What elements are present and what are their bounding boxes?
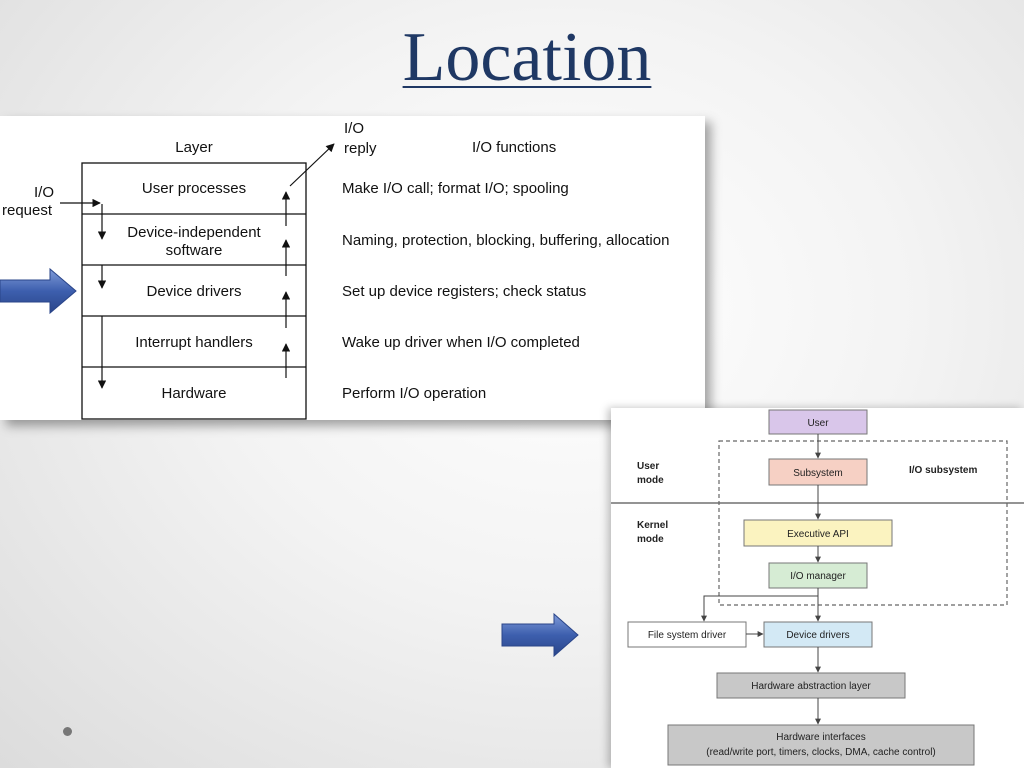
io-subsystem-frame [718,440,1008,606]
executive-api-label: Executive API [787,529,849,540]
slide-title-text: Location [402,19,652,96]
device-drivers-label: Device drivers [786,630,849,641]
file-system-driver-box [627,621,747,648]
layer-name: Device drivers [146,283,241,300]
header-functions: I/O functions [472,139,556,156]
layer-name: User processes [142,180,246,197]
user-mode-label: User [637,461,659,472]
io-subsystem-label: I/O subsystem [909,465,977,476]
io-manager-label: I/O manager [790,571,846,582]
io-layers-svg: Layer I/O reply I/O functions I/O reques… [2,120,669,420]
kernel-mode-label: Kernel [637,520,668,531]
executive-api-box [743,519,893,547]
layer-function: Make I/O call; format I/O; spooling [342,180,569,197]
pointer-arrow-icon [0,267,77,315]
slide-bullet [63,727,72,736]
subsystem-box [768,458,868,486]
io-subsystem-diagram: User mode Kernel mode I/O subsystem User… [611,408,1024,768]
hal-box [716,672,906,699]
io-subsystem-svg: User mode Kernel mode I/O subsystem User… [611,409,1024,766]
header-reply-line1: I/O [344,120,364,137]
hw-interfaces-label: Hardware interfaces [776,732,865,743]
slide-title: Location [0,18,1024,98]
io-layers-diagram: Layer I/O reply I/O functions I/O reques… [0,116,705,420]
layer-function: Set up device registers; check status [342,283,586,300]
layer-stack-box [81,162,307,420]
device-drivers-box [763,621,873,648]
layer-name-line2: software [166,242,223,259]
layer-function: Wake up driver when I/O completed [342,334,580,351]
connector-arrow-fs [701,595,818,622]
header-layer: Layer [175,139,213,156]
header-reply-line2: reply [344,140,377,157]
reply-out-arrow [289,143,335,187]
subsystem-box-label: Subsystem [793,468,842,479]
layer-name: Device-independent [127,224,261,241]
pointer-arrow-icon [501,612,579,658]
user-box-label: User [807,418,829,429]
io-manager-box [768,562,868,589]
layer-name: Hardware [161,385,226,402]
file-system-driver-label: File system driver [648,630,727,641]
user-box [768,409,868,435]
layer-function: Naming, protection, blocking, buffering,… [342,232,669,249]
request-line2: request [2,202,53,219]
layer-function: Perform I/O operation [342,385,486,402]
kernel-mode-label-2: mode [637,534,664,545]
request-line1: I/O [34,184,54,201]
layer-name: Interrupt handlers [135,334,253,351]
user-mode-label-2: mode [637,475,664,486]
hw-interfaces-label-2: (read/write port, timers, clocks, DMA, c… [706,747,936,758]
hw-interfaces-box [667,724,975,766]
hal-label: Hardware abstraction layer [751,681,871,692]
